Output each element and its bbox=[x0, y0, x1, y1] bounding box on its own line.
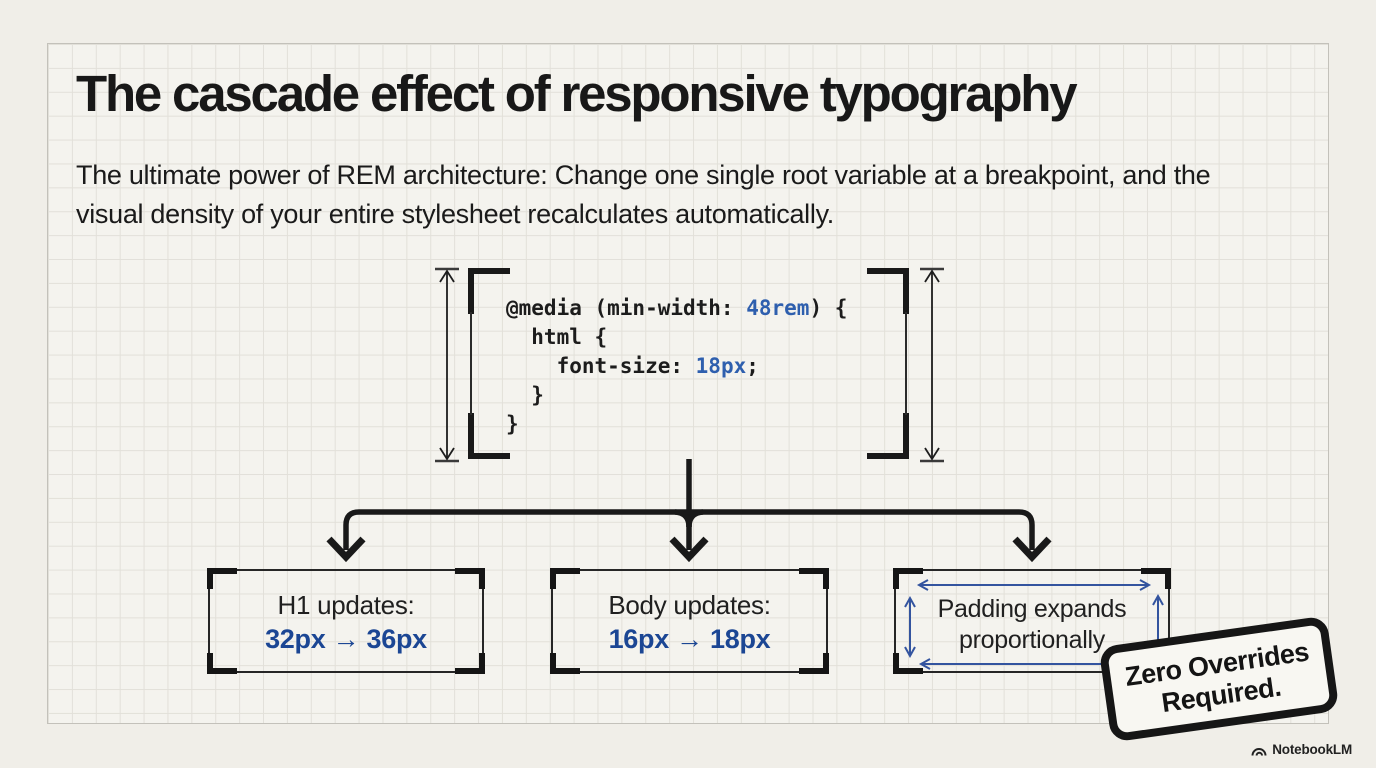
css-code-block: @media (min-width: 48rem) { html { font-… bbox=[506, 294, 847, 439]
code-line: } bbox=[506, 412, 519, 436]
frame-corner-icon bbox=[455, 653, 485, 674]
media-query-code-frame: @media (min-width: 48rem) { html { font-… bbox=[468, 268, 909, 459]
frame-corner-icon bbox=[799, 568, 829, 589]
code-line: } bbox=[506, 383, 544, 407]
padding-expands-box: Padding expands proportionally bbox=[893, 568, 1171, 674]
body-updates-box: Body updates: 16px → 18px bbox=[550, 568, 829, 674]
frame-corner-icon bbox=[893, 653, 923, 674]
frame-corner-icon bbox=[468, 413, 510, 459]
box-value: 32px → 36px bbox=[265, 624, 427, 654]
notebooklm-watermark: NotebookLM bbox=[1251, 742, 1352, 757]
page-title: The cascade effect of responsive typogra… bbox=[76, 65, 1078, 122]
watermark-label: NotebookLM bbox=[1272, 742, 1352, 757]
code-line: html { bbox=[506, 325, 608, 349]
height-measure-arrow-left bbox=[435, 267, 459, 463]
frame-corner-icon bbox=[455, 568, 485, 589]
box-title: Body updates: bbox=[608, 590, 771, 620]
frame-side-line bbox=[905, 312, 907, 415]
notebooklm-icon bbox=[1251, 747, 1267, 756]
box-value: 16px → 18px bbox=[608, 624, 771, 654]
frame-corner-icon bbox=[207, 568, 237, 589]
frame-corner-icon bbox=[867, 268, 909, 314]
frame-side-line bbox=[470, 312, 472, 415]
frame-corner-icon bbox=[550, 568, 580, 589]
box-subtitle: proportionally bbox=[959, 626, 1105, 654]
frame-corner-icon bbox=[468, 268, 510, 314]
box-title: Padding expands bbox=[937, 595, 1127, 623]
code-line: @media (min-width: 48rem) { bbox=[506, 296, 848, 320]
frame-corner-icon bbox=[550, 653, 580, 674]
frame-corner-icon bbox=[207, 653, 237, 674]
height-measure-arrow-right bbox=[920, 267, 944, 463]
code-line: font-size: 18px; bbox=[506, 354, 759, 378]
slide-card: The cascade effect of responsive typogra… bbox=[47, 43, 1340, 743]
page-subtitle: The ultimate power of REM architecture: … bbox=[76, 160, 1211, 229]
frame-corner-icon bbox=[1141, 568, 1171, 589]
frame-corner-icon bbox=[799, 653, 829, 674]
h1-updates-box: H1 updates: 32px → 36px bbox=[207, 568, 485, 674]
frame-corner-icon bbox=[893, 568, 923, 589]
frame-corner-icon bbox=[867, 413, 909, 459]
padding-measure-arrows-icon bbox=[904, 579, 1164, 674]
box-title: H1 updates: bbox=[277, 590, 415, 620]
